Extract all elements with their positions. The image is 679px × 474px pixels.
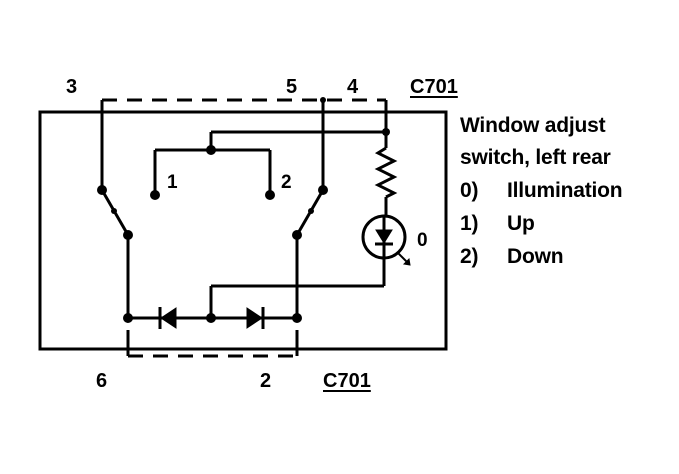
legend-item-num: 2)	[460, 245, 479, 268]
right-switch-pivot-mid	[308, 208, 314, 214]
left-switch-pivot-top	[97, 185, 107, 195]
left-switch-pivot-mid	[111, 208, 117, 214]
legend-title-line-1: Window adjust	[460, 114, 606, 137]
contact-1-dot	[150, 190, 160, 200]
connector-label-bottom: C701	[323, 370, 371, 392]
legend-title-line-2: switch, left rear	[460, 146, 611, 169]
legend-item-label: Up	[507, 212, 535, 235]
legend-item-label: Illumination	[507, 179, 623, 202]
legend-item-num: 0)	[460, 179, 479, 202]
pin-label-2: 2	[260, 370, 272, 392]
position-label-2: 2	[281, 172, 292, 193]
junction-dot	[382, 128, 390, 136]
junction-dot	[320, 97, 326, 103]
junction-dot	[292, 313, 302, 323]
right-switch-pivot-bottom	[292, 230, 302, 240]
pin-label-3: 3	[66, 76, 78, 98]
connector-label-top: C701	[410, 76, 458, 98]
lamp-emission-arrowhead	[402, 257, 411, 266]
resistor	[374, 146, 398, 199]
pin-label-5: 5	[286, 76, 298, 98]
junction-dot	[123, 313, 133, 323]
left-switch-pivot-bottom	[123, 230, 133, 240]
pin-label-6: 6	[96, 370, 108, 392]
contact-2-dot	[265, 190, 275, 200]
diode-left-triangle	[160, 307, 177, 329]
switch-housing-outline	[38, 110, 448, 351]
position-label-1: 1	[167, 172, 178, 193]
legend-item-label: Down	[507, 245, 564, 268]
pin-label-4: 4	[347, 76, 359, 98]
junction-dot	[206, 313, 216, 323]
junction-dot	[206, 145, 216, 155]
position-label-0: 0	[417, 230, 428, 251]
legend-item-num: 1)	[460, 212, 479, 235]
right-switch-pivot-top	[318, 185, 328, 195]
diode-right-triangle	[246, 307, 263, 329]
lamp-diode-triangle	[375, 229, 393, 244]
